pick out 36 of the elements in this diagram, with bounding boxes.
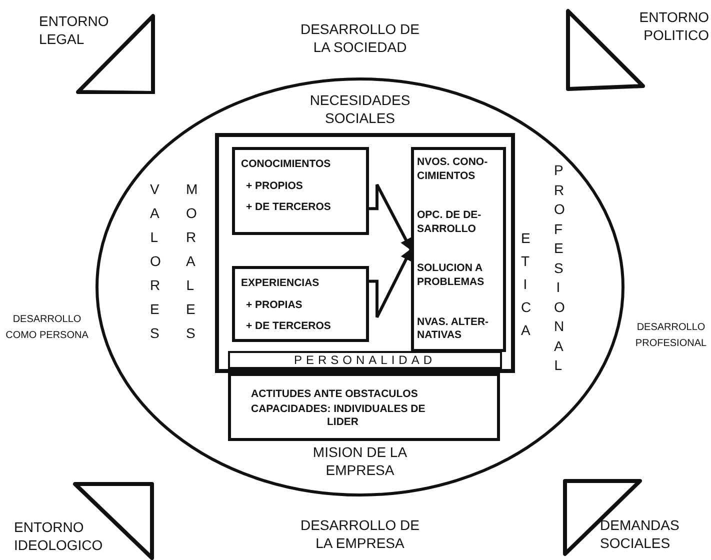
side-label: DESARROLLO COMO PERSONA xyxy=(4,313,90,343)
corner-label: ENTORNO LEGAL xyxy=(39,12,110,48)
box-text: SOLUCION A PROBLEMAS xyxy=(417,262,486,290)
frame-box xyxy=(215,133,515,373)
box-text: + DE TERCEROS xyxy=(245,201,332,215)
vertical-text: PROFESIONAL xyxy=(554,161,570,375)
ellipse-heading: MISION DE LA EMPRESA xyxy=(312,443,408,480)
vertical-text: ETICA xyxy=(521,229,536,340)
corner-label: ENTORNO POLITICO xyxy=(638,8,709,44)
box-text: EXPERIENCIAS xyxy=(241,277,320,291)
box-text: CAPACIDADES: INDIVIDUALES DE LIDER xyxy=(251,402,426,430)
box-text: OPC. DE DE- SARROLLO xyxy=(417,209,482,237)
side-label: DESARROLLO PROFESIONAL xyxy=(634,321,708,351)
corner-label: DEMANDAS SOCIALES xyxy=(600,516,680,552)
ellipse-shape xyxy=(95,77,625,497)
content-box xyxy=(411,147,506,352)
ellipse-heading: NECESIDADES SOCIALES xyxy=(308,91,412,128)
box-text: + DE TERCEROS xyxy=(245,320,332,334)
box-text: NVAS. ALTER- NATIVAS xyxy=(417,316,490,343)
content-box xyxy=(228,373,500,441)
content-box xyxy=(232,266,369,342)
content-box xyxy=(232,147,369,235)
chevron-arrow xyxy=(369,248,412,319)
box-text: NVOS. CONO- CIMIENTOS xyxy=(417,156,489,184)
box-text: ACTITUDES ANTE OBSTACULOS xyxy=(251,388,419,402)
personality-band xyxy=(228,351,502,369)
box-text: CONOCIMIENTOS xyxy=(241,158,332,172)
box-text: + PROPIOS xyxy=(245,180,304,194)
corner-label: ENTORNO IDEOLOGICO xyxy=(14,518,104,554)
side-label: DESARROLLO DE LA SOCIEDAD xyxy=(299,20,421,56)
side-label: DESARROLLO DE LA EMPRESA xyxy=(299,516,421,552)
chevron-arrow xyxy=(369,183,412,251)
box-text: + PROPIAS xyxy=(245,298,304,312)
vertical-text: VALORES xyxy=(150,180,166,343)
vertical-text: MORALES xyxy=(186,180,202,343)
band-text: PERSONALIDAD xyxy=(292,353,438,367)
